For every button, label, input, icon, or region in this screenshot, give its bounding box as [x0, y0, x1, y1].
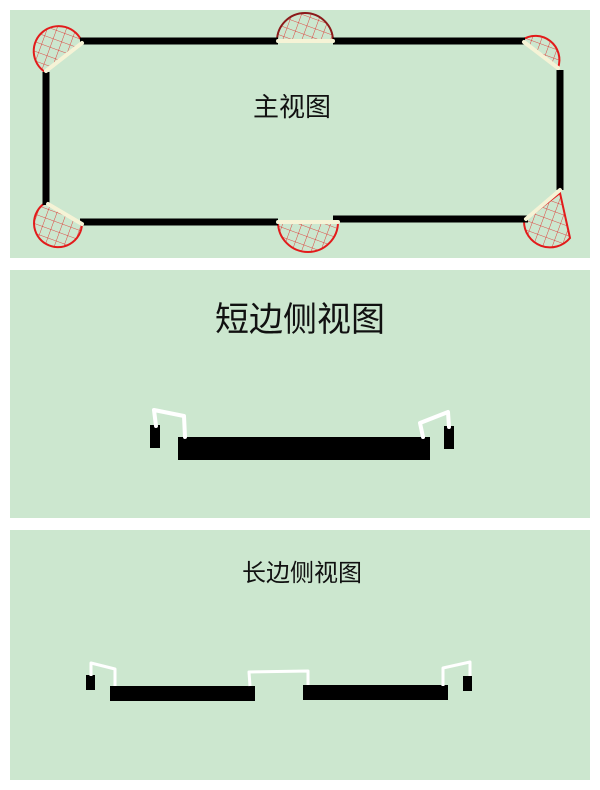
- long-table-body-left: [110, 686, 255, 701]
- pocket-top-middle: [275, 12, 335, 42]
- short-side-view-title: 短边侧视图: [215, 300, 385, 340]
- long-right-post: [463, 676, 472, 691]
- pocket-cushions: [44, 39, 562, 226]
- long-side-drawing: [86, 660, 472, 701]
- short-table-body: [178, 437, 430, 460]
- long-side-view-title: 长边侧视图: [242, 559, 362, 587]
- long-side-view-panel: [10, 530, 590, 780]
- main-view-title: 主视图: [252, 93, 331, 123]
- short-right-post: [444, 426, 454, 449]
- short-right-bracket: [418, 410, 451, 439]
- short-left-post: [150, 425, 160, 448]
- long-right-bracket: [441, 660, 472, 686]
- pocket-bottom-left: [33, 201, 84, 249]
- pocket-bottom-middle: [276, 221, 340, 253]
- short-side-drawing: [150, 408, 454, 460]
- long-left-post: [86, 675, 95, 690]
- long-table-body-right: [303, 685, 448, 700]
- short-side-view-panel: [10, 270, 590, 518]
- pocket-bottom-right: [522, 191, 572, 249]
- short-left-bracket: [152, 408, 187, 439]
- long-left-bracket: [89, 661, 117, 686]
- pocket-top-left: [32, 25, 84, 74]
- long-middle-bracket: [247, 669, 310, 687]
- table-rails: [42, 37, 564, 226]
